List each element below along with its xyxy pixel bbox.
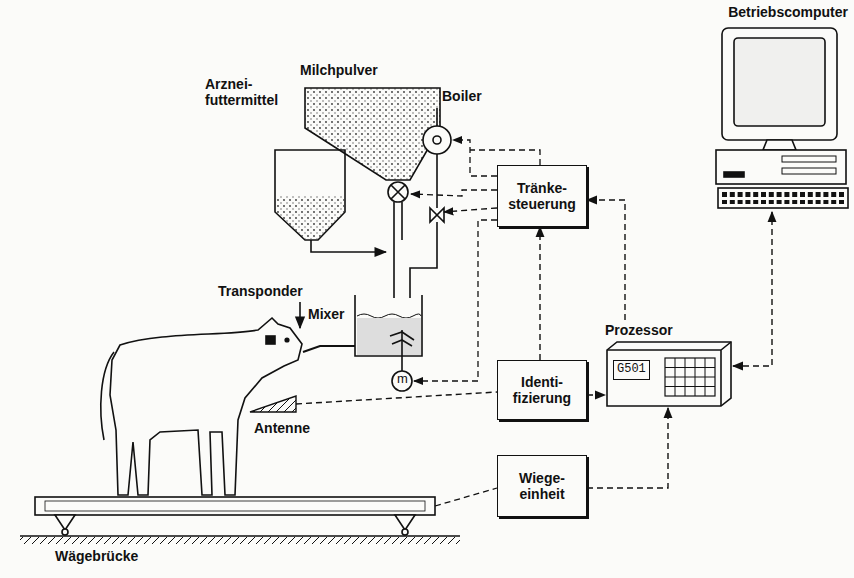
part-label: Antenne [254,420,310,436]
node-title: Betriebscomputer [728,4,848,20]
part-label: Milchpulver [300,62,378,78]
node-title: Prozessor [605,322,673,338]
process-box: Tränke- steuerung [497,165,587,227]
part-label: Boiler [442,88,482,104]
part-label: Mixer [308,306,345,322]
display-readout: G501 [613,360,650,380]
box-label: Wiege- einheit [502,470,582,502]
weighing-platform [20,488,497,544]
part-label: Transponder [218,283,303,299]
process-box: Wiege- einheit [497,455,587,517]
motor-symbol-label: m [397,372,408,385]
milk-powder-hopper [305,88,440,298]
part-label: Arznei- futtermittel [205,76,287,108]
signal-connector [587,408,668,488]
signal-connector [539,227,540,360]
box-label: Tränke- steuerung [502,180,582,212]
calf-drawing [101,302,302,495]
signal-connector [587,394,605,395]
medicine-hopper [275,150,386,252]
computer-node: Betriebscomputer [712,2,850,212]
antenna [250,392,497,412]
signal-connector [587,200,625,320]
process-box: Identi- fizierung [497,360,587,420]
signal-connector [733,212,772,366]
computer-drawing [712,2,850,212]
box-label: Identi- fizierung [502,374,582,406]
mixer-vessel [303,295,422,391]
processor-node: ProzessorG501 [605,320,733,408]
boiler [410,108,451,298]
part-label: Wägebrücke [55,548,138,564]
